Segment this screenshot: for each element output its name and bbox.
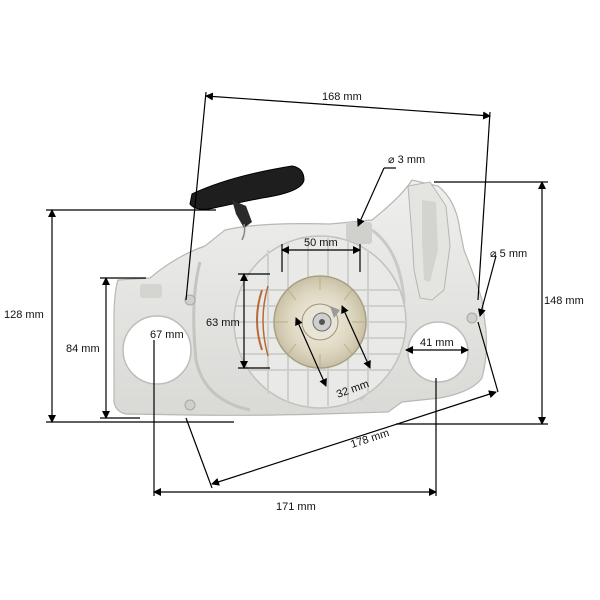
dim-mount-height: 84 mm	[66, 343, 100, 355]
rope-pulley	[273, 275, 367, 369]
right-mount-hole	[407, 321, 469, 383]
dim-bolt-hole-top: ⌀ 3 mm	[388, 154, 425, 166]
dim-ratchet-height: 63 mm	[206, 317, 240, 329]
dim-right-hole: 41 mm	[420, 337, 454, 349]
left-mount-hole	[122, 315, 192, 385]
dim-bolt-hole-right: ⌀ 5 mm	[490, 248, 527, 260]
dim-left-height: 128 mm	[4, 309, 44, 321]
dim-bottom-width: 171 mm	[276, 501, 316, 513]
pull-handle	[189, 165, 305, 241]
dim-right-height: 148 mm	[544, 295, 584, 307]
dim-top-width: 168 mm	[322, 91, 362, 103]
dim-diagonal-width: 178 mm	[349, 427, 391, 451]
dim-ratchet-width: 50 mm	[304, 237, 338, 249]
dimension-overlay	[46, 91, 548, 496]
dim-left-hole: 67 mm	[150, 329, 184, 341]
